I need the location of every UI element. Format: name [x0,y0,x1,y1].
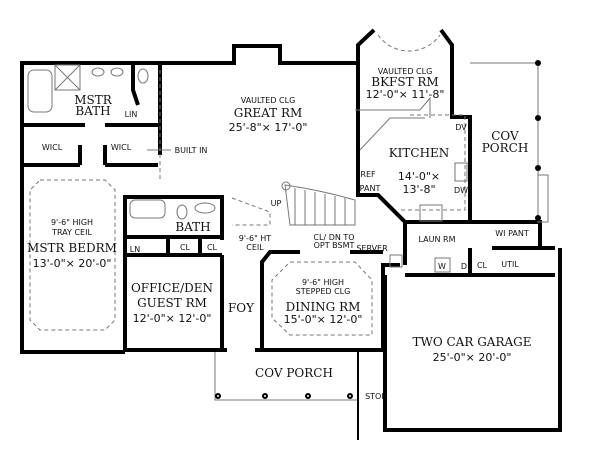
dining-rm-note-1: 9'-6" HIGH [302,278,344,287]
bath-label: BATH [175,220,210,234]
cl-label-3: CL [477,261,488,270]
office-label-2: GUEST RM [137,296,207,310]
great-rm-note: VAULTED CLG [241,96,296,105]
hall-ceil-note-2: CEIL [246,243,264,252]
washer-label: W [438,262,446,271]
mstr-bath-label-2: BATH [75,104,110,118]
bkfst-rm-label: BKFST RM [371,75,438,89]
dryer-label: D [461,262,467,271]
laun-rm-label: LAUN RM [419,235,456,244]
room-labels: MSTR BATH LIN WICL WICL BUILT IN VAULTED… [27,67,531,401]
mstr-bedrm-size: 13'-0"× 20'-0" [33,257,112,270]
staircase[interactable] [281,181,356,226]
cl-label-2: CL [207,243,218,252]
cov-porch-right-label: COV [491,129,519,143]
pant-label: PANT [360,184,381,193]
bkfst-rm-note: VAULTED CLG [378,67,433,76]
hall-ceil-note-1: 9'-6" HT [239,234,272,243]
wicl-right-label: WICL [111,143,132,152]
stair-note-2: OPT BSMT [314,241,355,250]
cov-porch-right-label-2: PORCH [482,141,529,155]
walls [20,28,562,432]
fixtures [27,34,549,440]
ln-label: LN [130,245,140,254]
mstr-bedrm-note-1: 9'-6" HIGH [51,218,93,227]
built-in-label: BUILT IN [175,146,208,155]
mstr-bedrm-label: MSTR BEDRM [27,241,117,255]
mstr-bedrm-note-2: TRAY CEIL [51,228,92,237]
ref-label: REF [360,170,376,179]
server-label: SERVER [356,244,388,253]
dining-rm-size: 15'-0"× 12'-0" [284,313,363,326]
bkfst-rm-size: 12'-0"× 11'-8" [366,88,445,101]
wi-pant-label: WI PANT [495,229,529,238]
util-label: UTIL [501,260,519,269]
dw-label: DW [454,186,468,195]
cov-porch-front-label: COV PORCH [255,366,333,380]
stor-label: STOR [365,392,387,401]
dining-rm-label: DINING RM [286,300,361,314]
dining-rm-note-2: STEPPED CLG [296,287,351,296]
office-size: 12'-0"× 12'-0" [133,312,212,325]
great-rm-label: GREAT RM [234,106,303,120]
stair-note-1: CL/ DN TO [313,233,354,242]
wicl-left-label: WICL [42,143,63,152]
up-label: UP [271,199,282,208]
kitchen-size-1: 14'-0"× [398,170,440,183]
kitchen-size-2: 13'-8" [402,183,435,196]
great-rm-size: 25'-8"× 17'-0" [229,121,308,134]
mstr-bath-label: MSTR [74,93,113,107]
dv-label: DV [455,123,467,132]
kitchen-label: KITCHEN [389,146,450,160]
garage-label: TWO CAR GARAGE [413,335,532,349]
cl-label-1: CL [180,243,191,252]
lin-label: LIN [125,110,138,119]
office-label: OFFICE/DEN [131,281,213,295]
garage-size: 25'-0"× 20'-0" [433,351,512,364]
foyer-label: FOY [228,301,255,315]
